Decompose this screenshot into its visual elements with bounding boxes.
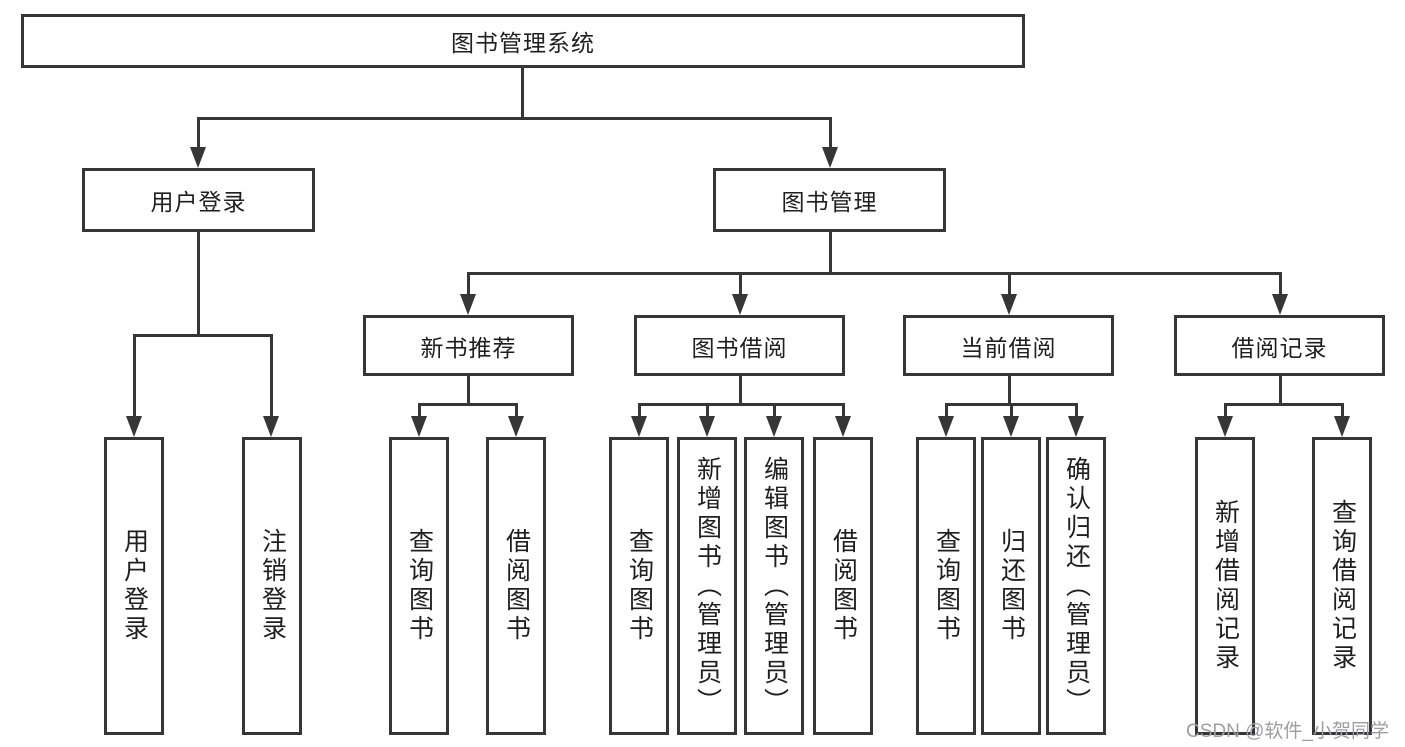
- connector: [521, 68, 524, 118]
- leaf-query-books-current: 查询图书: [916, 437, 976, 735]
- arrowhead-down-icon: [126, 416, 142, 437]
- connector: [945, 403, 948, 417]
- connector: [706, 403, 709, 417]
- connector: [270, 334, 273, 417]
- node-user-login: 用户登录: [82, 168, 315, 232]
- arrowhead-down-icon: [822, 147, 838, 168]
- connector: [842, 403, 845, 417]
- node-book-borrow: 图书借阅: [634, 315, 845, 376]
- connector: [1279, 376, 1282, 405]
- connector: [418, 403, 517, 406]
- arrowhead-down-icon: [1334, 416, 1350, 437]
- connector: [829, 117, 832, 148]
- arrowhead-down-icon: [460, 294, 476, 315]
- connector: [638, 403, 844, 406]
- arrowhead-down-icon: [1272, 294, 1288, 315]
- connector: [1075, 403, 1078, 417]
- arrowhead-down-icon: [766, 416, 782, 437]
- node-book-management: 图书管理: [713, 168, 946, 232]
- connector: [1224, 403, 1227, 417]
- leaf-query-books-recommend: 查询图书: [389, 437, 449, 735]
- arrowhead-down-icon: [508, 416, 524, 437]
- connector: [133, 334, 273, 337]
- arrowhead-down-icon: [263, 416, 279, 437]
- node-current-borrow: 当前借阅: [903, 315, 1114, 376]
- leaf-user-login: 用户登录: [104, 437, 164, 735]
- arrowhead-down-icon: [1003, 416, 1019, 437]
- arrowhead-down-icon: [1068, 416, 1084, 437]
- connector: [197, 117, 200, 148]
- leaf-confirm-return-admin: 确认归还（管理员）: [1046, 437, 1106, 735]
- arrowhead-down-icon: [835, 416, 851, 437]
- connector: [1279, 272, 1282, 295]
- connector: [773, 403, 776, 417]
- connector: [133, 334, 136, 417]
- leaf-query-books-borrow: 查询图书: [609, 437, 669, 735]
- arrowhead-down-icon: [938, 416, 954, 437]
- connector: [1008, 376, 1011, 405]
- leaf-borrow-books-recommend: 借阅图书: [486, 437, 546, 735]
- leaf-borrow-books: 借阅图书: [813, 437, 873, 735]
- connector: [1008, 272, 1011, 295]
- leaf-add-borrow-record: 新增借阅记录: [1195, 437, 1255, 735]
- connector: [1010, 403, 1013, 417]
- arrowhead-down-icon: [1217, 416, 1233, 437]
- node-new-book-recommend: 新书推荐: [363, 315, 574, 376]
- leaf-query-borrow-record: 查询借阅记录: [1312, 437, 1372, 735]
- arrowhead-down-icon: [190, 147, 206, 168]
- connector: [418, 403, 421, 417]
- connector: [467, 376, 470, 405]
- arrowhead-down-icon: [631, 416, 647, 437]
- leaf-return-books: 归还图书: [981, 437, 1041, 735]
- leaf-add-books-admin: 新增图书（管理员）: [677, 437, 737, 735]
- connector: [197, 232, 200, 335]
- connector: [467, 272, 1281, 275]
- arrowhead-down-icon: [699, 416, 715, 437]
- connector: [467, 272, 470, 295]
- node-borrow-records: 借阅记录: [1174, 315, 1385, 376]
- connector: [638, 403, 641, 417]
- connector: [1224, 403, 1343, 406]
- connector: [515, 403, 518, 417]
- leaf-edit-books-admin: 编辑图书（管理员）: [744, 437, 804, 735]
- arrowhead-down-icon: [732, 294, 748, 315]
- leaf-logout: 注销登录: [242, 437, 302, 735]
- node-library-management-system: 图书管理系统: [21, 14, 1025, 68]
- connector: [739, 272, 742, 295]
- connector: [1341, 403, 1344, 417]
- connector: [197, 117, 831, 120]
- csdn-watermark: CSDN @软件_小贺同学: [1186, 721, 1389, 742]
- arrowhead-down-icon: [411, 416, 427, 437]
- connector: [829, 232, 832, 273]
- arrowhead-down-icon: [1001, 294, 1017, 315]
- connector: [739, 376, 742, 405]
